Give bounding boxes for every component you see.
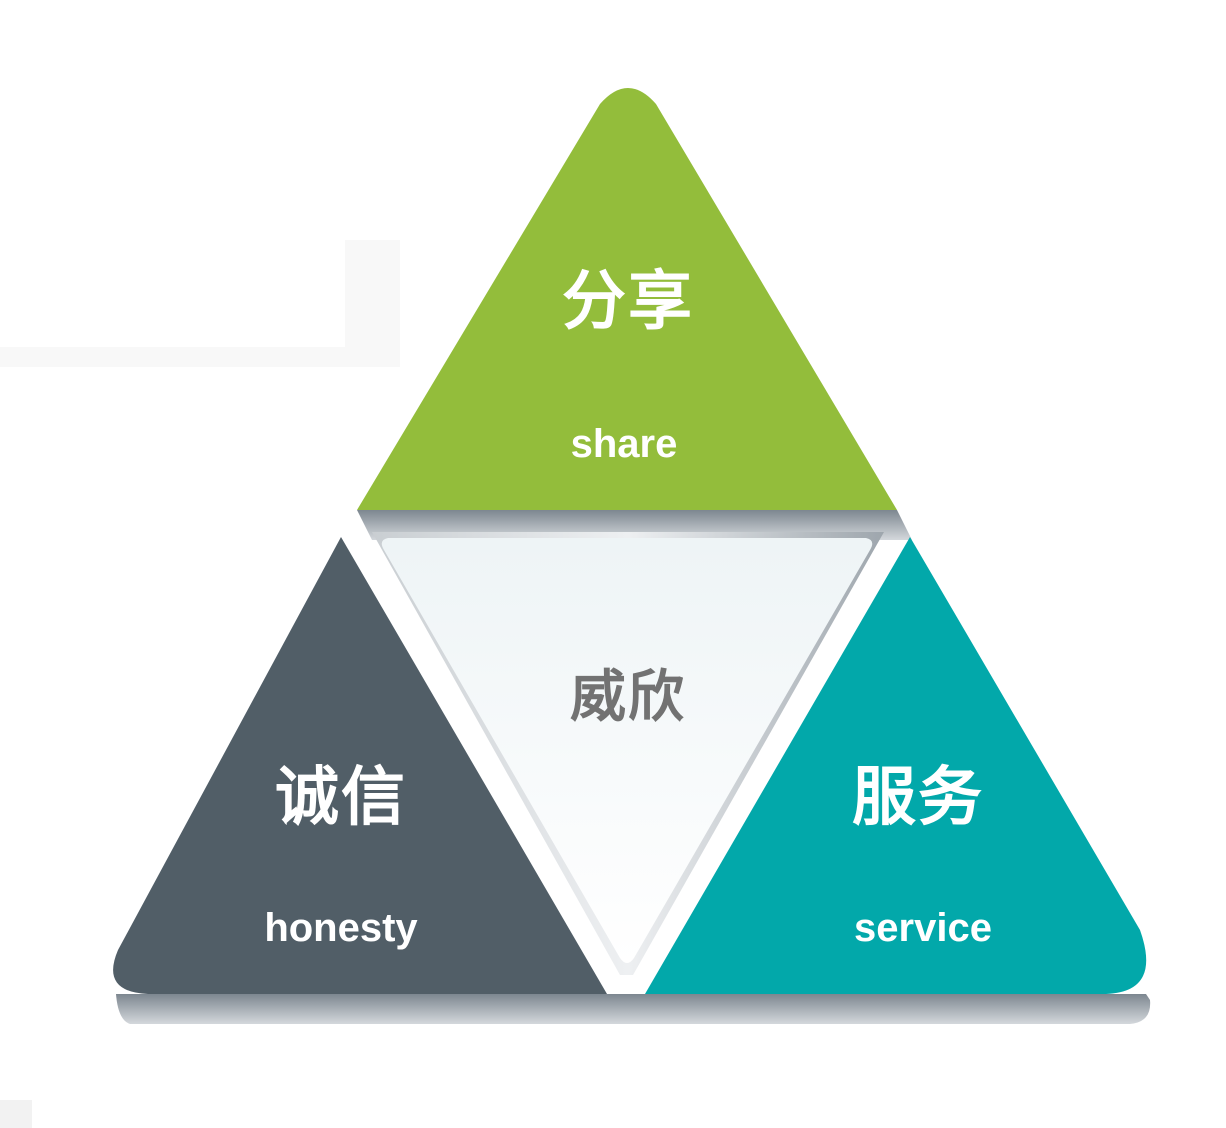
background-patch: [345, 240, 400, 367]
top-title: 分享: [562, 265, 694, 339]
background-patch: [0, 1100, 32, 1128]
top-subtitle: share: [570, 422, 678, 466]
top-triangle: [357, 88, 897, 510]
right-subtitle: service: [854, 906, 992, 950]
bottom-shadow: [116, 994, 1151, 1024]
center-title: 威欣: [570, 665, 686, 730]
left-triangle: [113, 537, 607, 994]
right-title: 服务: [852, 761, 984, 835]
center-triangle: [381, 538, 873, 963]
left-subtitle: honesty: [264, 906, 418, 950]
left-title: 诚信: [275, 761, 407, 835]
background-patch: [0, 347, 345, 367]
right-triangle: [645, 537, 1147, 994]
